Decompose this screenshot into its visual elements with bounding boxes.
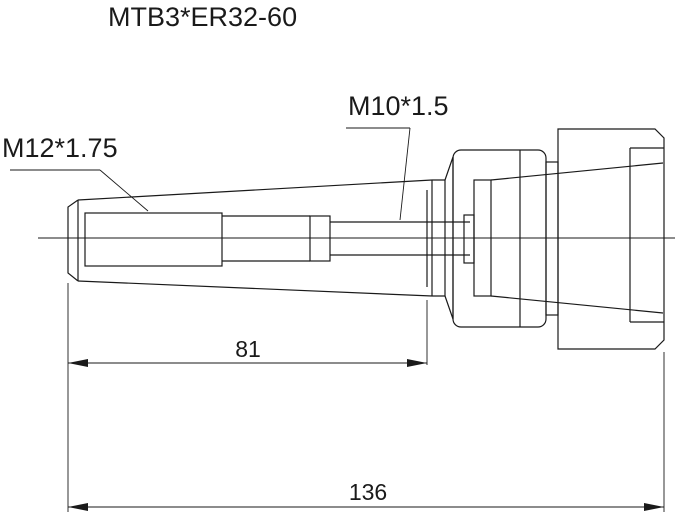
drawing-title: MTB3*ER32-60 bbox=[108, 2, 297, 32]
dimension-81-label: 81 bbox=[235, 336, 261, 362]
dimension-81: 81 bbox=[68, 336, 427, 367]
m12-thread-bore bbox=[84, 212, 331, 267]
collet-nut bbox=[545, 128, 665, 350]
m10-through-bore bbox=[330, 190, 470, 287]
label-m12-thread: M12*1.75 bbox=[2, 133, 118, 163]
dimension-136: 136 bbox=[68, 479, 664, 511]
callout-m12: M12*1.75 bbox=[2, 133, 149, 212]
callout-m10: M10*1.5 bbox=[346, 91, 449, 221]
dimension-136-label: 136 bbox=[349, 479, 387, 505]
extension-lines bbox=[67, 283, 665, 512]
label-m10-thread: M10*1.5 bbox=[348, 91, 449, 121]
neck bbox=[432, 179, 446, 297]
taper-shank bbox=[67, 179, 433, 297]
